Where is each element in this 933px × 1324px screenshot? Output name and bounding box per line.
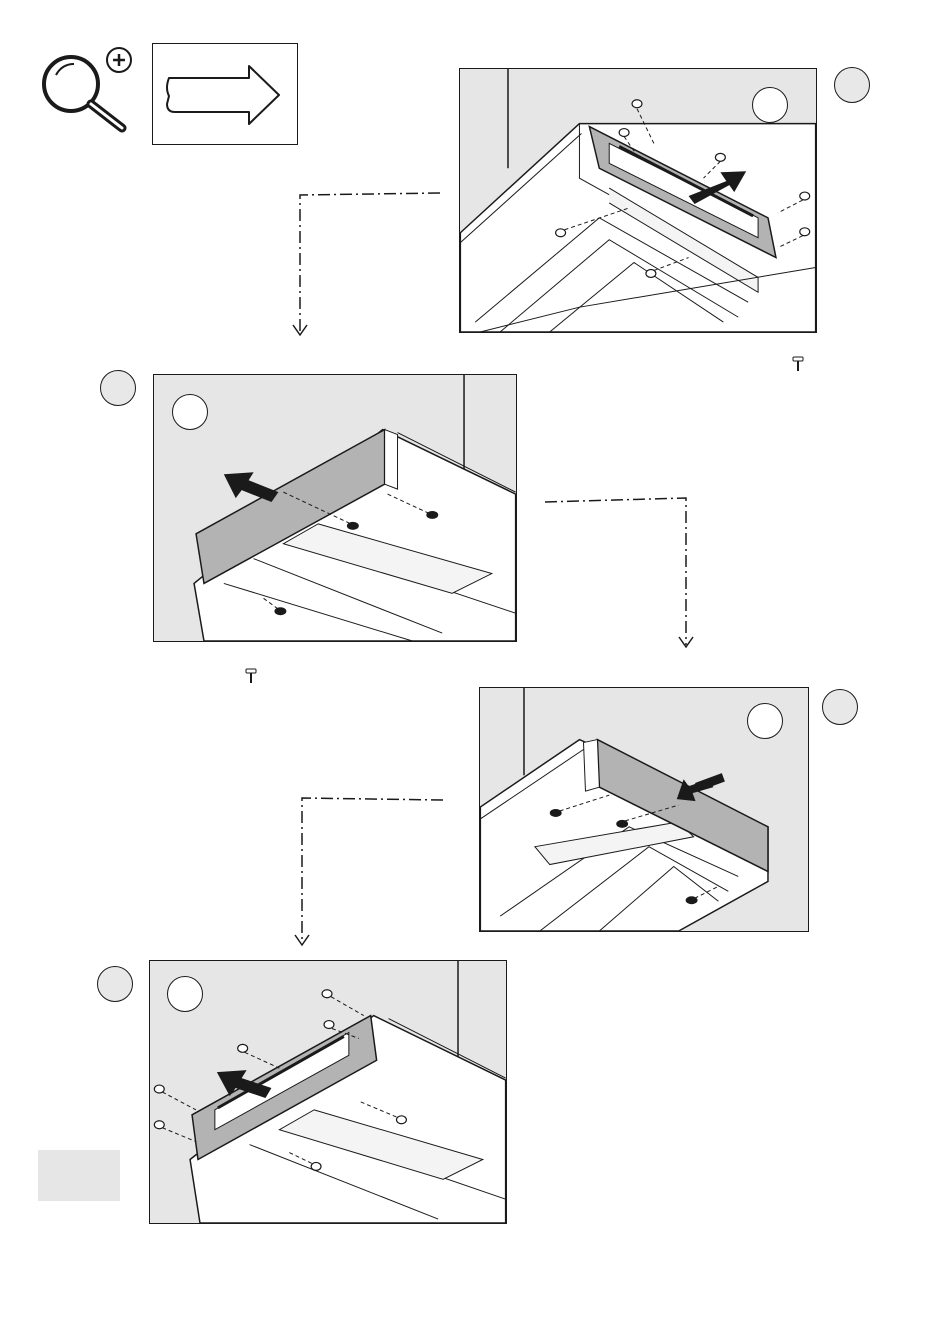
step-circle-2 xyxy=(100,370,136,406)
screw-icon xyxy=(792,356,804,372)
page-tab-marker xyxy=(38,1150,120,1201)
step-panel-fit-front-bracket xyxy=(149,960,507,1224)
flow-connector-1 xyxy=(290,185,450,345)
step-circle-1 xyxy=(834,67,870,103)
magnifier-plus-icon xyxy=(38,42,138,138)
step-circle-3 xyxy=(822,689,858,725)
flow-connector-2 xyxy=(540,490,700,655)
step-circle-4 xyxy=(97,966,133,1002)
step-inner-circle-3 xyxy=(747,703,783,739)
right-arrow-icon xyxy=(153,44,299,146)
direction-arrow-box xyxy=(152,43,298,145)
screw-icon xyxy=(245,668,257,684)
flow-connector-3 xyxy=(293,790,453,955)
step-inner-circle-2 xyxy=(172,394,208,430)
step-inner-circle-4 xyxy=(167,976,203,1012)
step-inner-circle-1 xyxy=(752,87,788,123)
